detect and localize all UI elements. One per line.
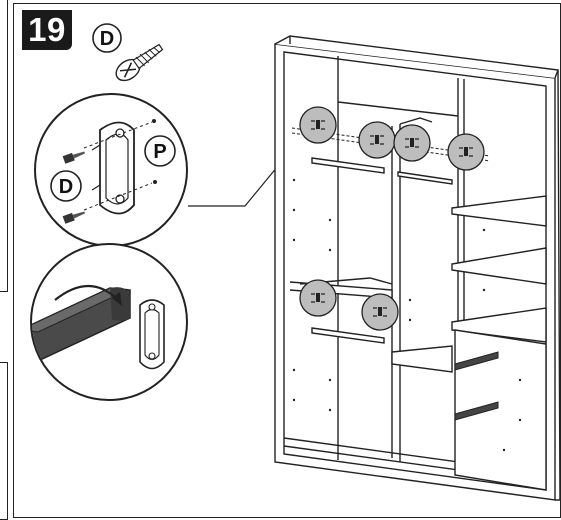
drawer-runners [454,351,499,421]
screw-icon [62,151,86,164]
bracket-position-highlights [299,106,485,331]
screw-icon [115,43,164,82]
bracket-icon [139,299,165,370]
wardrobe-frame [274,35,561,501]
highlight-circle [299,279,337,317]
highlight-circle [393,124,431,162]
screw-icon [62,211,86,224]
previous-panel-edge [0,0,8,292]
step-number-badge: 19 [22,10,72,50]
highlight-circle [358,121,396,159]
detail-screw-label: D [59,176,73,198]
screw-d-part: D [92,23,164,82]
highlight-circle [299,106,337,144]
snap-arrow-icon [54,285,119,301]
screw-part-label: D [100,28,114,50]
bracket-detail: P D [34,93,188,247]
highlight-circle [361,293,399,331]
hanging-rails [311,157,453,344]
pre-drilled-holes [292,178,522,452]
bracket-p-icon [91,121,135,215]
highlight-circle [447,133,485,171]
rail-detail [30,243,188,401]
bracket-part-label: P [153,141,166,163]
